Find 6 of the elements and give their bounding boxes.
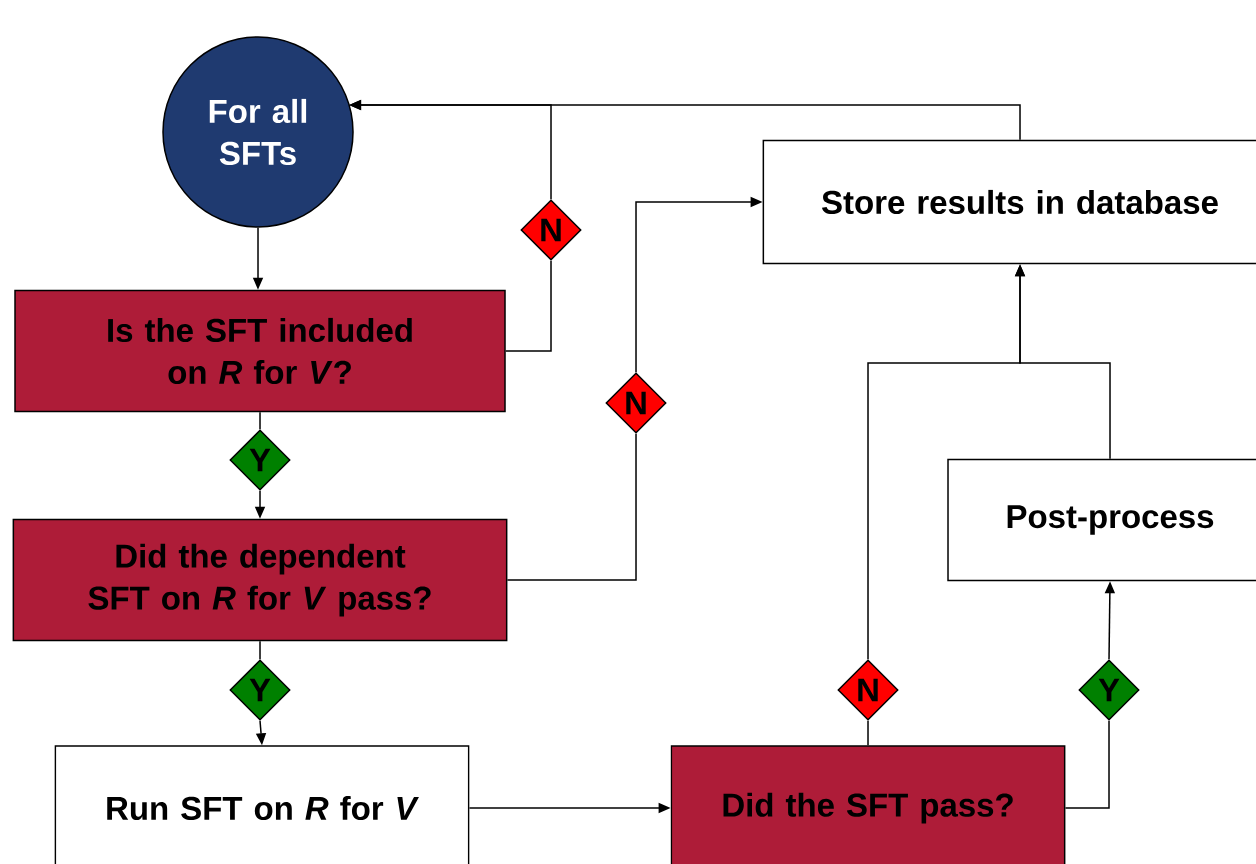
decision-box: Is the SFT included on R for V? (14, 289, 506, 413)
process-box: Post-process (947, 458, 1256, 582)
process-box: Run SFT on R for V (54, 745, 470, 864)
decision-box: Did the dependent SFT on R for V pass? (12, 518, 508, 642)
process-box: Store results in database (762, 139, 1256, 265)
decision-box: Did the SFT pass? (670, 745, 1066, 864)
